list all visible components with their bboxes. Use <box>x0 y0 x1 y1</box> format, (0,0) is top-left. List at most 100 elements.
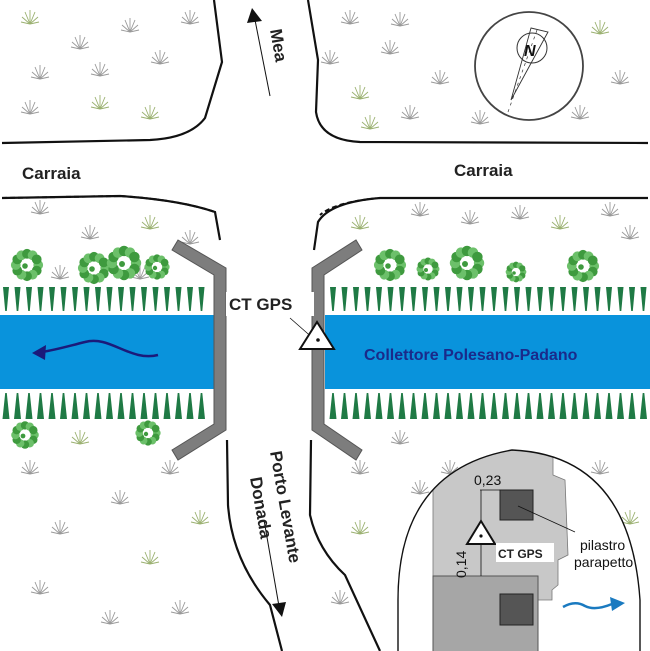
shrub <box>416 257 440 281</box>
reed <box>329 393 337 419</box>
reed <box>198 287 205 311</box>
canal-water-west <box>0 315 215 389</box>
reed <box>83 287 90 311</box>
reed <box>186 393 194 419</box>
flow-arrow-main <box>41 339 159 358</box>
grass-tuft <box>170 600 190 615</box>
reed <box>617 393 624 419</box>
south-road-arrowhead <box>272 602 286 617</box>
detail-inset: 0,23 0,14 CT GPS pilastro parapetto <box>397 449 641 651</box>
reed <box>341 393 348 419</box>
shrub <box>106 245 142 281</box>
reed <box>445 287 451 311</box>
reed <box>399 287 405 311</box>
reed <box>410 287 417 311</box>
reed <box>491 287 497 311</box>
reed <box>617 287 624 311</box>
grass-tuft <box>470 110 490 125</box>
grass-tuft <box>510 205 530 220</box>
reed <box>129 287 136 311</box>
reed <box>60 393 67 419</box>
grass-tuft <box>140 550 160 565</box>
shrub <box>77 251 111 285</box>
reed <box>456 287 463 311</box>
reed <box>560 287 566 311</box>
reed <box>152 393 159 419</box>
grass-tuft <box>70 35 90 50</box>
grass-tuft <box>350 215 370 230</box>
reed <box>467 393 475 419</box>
reed <box>26 287 32 311</box>
inset-pillar-north <box>499 489 534 521</box>
reed <box>605 393 613 419</box>
compass-rose: N <box>474 11 584 121</box>
grass-tuft <box>350 85 370 100</box>
grass-tuft <box>550 215 570 230</box>
carraia-label-east: Carraia <box>454 161 513 180</box>
reed <box>106 287 113 311</box>
grass-tuft <box>620 510 640 525</box>
inset-gps-label: CT GPS <box>498 547 543 561</box>
reed <box>49 287 55 311</box>
reed <box>629 287 635 311</box>
inset-pillar-south <box>499 593 534 626</box>
grass-tuft <box>340 10 360 25</box>
reed <box>387 287 394 311</box>
grass-tuft <box>50 265 70 280</box>
grass-tuft <box>20 100 40 115</box>
reed <box>94 393 102 419</box>
grass-tuft <box>70 430 90 445</box>
reed <box>387 393 394 419</box>
reed <box>640 393 647 419</box>
grass-tuft <box>130 265 150 280</box>
grass-tuft <box>30 580 50 595</box>
reed <box>14 393 21 419</box>
reed <box>640 287 647 311</box>
reed <box>140 393 148 419</box>
road-edge-se <box>308 439 381 651</box>
carraia-edge-sw <box>1 194 222 241</box>
reed <box>37 393 44 419</box>
reed <box>25 393 33 419</box>
reed <box>536 393 544 419</box>
compass-north-letter: N <box>524 43 536 60</box>
shrub <box>135 420 161 446</box>
reed <box>60 287 67 311</box>
reed <box>525 393 532 419</box>
grass-tuft <box>380 40 400 55</box>
reed <box>129 393 136 419</box>
carraia-label-west: Carraia <box>22 164 81 183</box>
north-road-label: Mea <box>266 27 291 63</box>
reed <box>163 393 171 419</box>
gps-point-dot <box>316 338 320 342</box>
inset-flow-arrow <box>562 602 613 610</box>
inset-dim-vertical: 0,14 <box>453 551 469 578</box>
grass-tuft <box>30 200 50 215</box>
reed <box>525 287 532 311</box>
reed <box>152 287 159 311</box>
compass-inner-circle <box>516 32 548 64</box>
carraia-edge-se <box>312 196 648 251</box>
reed <box>548 287 555 311</box>
reed <box>514 287 520 311</box>
grass-tuft <box>30 65 50 80</box>
reed <box>376 287 382 311</box>
reed <box>513 393 521 419</box>
grass-tuft <box>350 460 370 475</box>
south-road-label-1: Porto Levante <box>266 449 304 564</box>
flow-arrowhead-main <box>32 345 46 360</box>
grass-tuft <box>160 460 180 475</box>
reed <box>433 287 440 311</box>
reed <box>571 393 578 419</box>
grass-tuft <box>430 70 450 85</box>
reed <box>479 287 486 311</box>
reed <box>606 287 612 311</box>
shrub <box>144 254 170 280</box>
grass-tuft <box>90 62 110 77</box>
grass-tuft <box>320 50 340 65</box>
grass-tuft <box>180 230 200 245</box>
inset-gps-triangle-icon <box>465 519 497 545</box>
reed <box>594 393 601 419</box>
